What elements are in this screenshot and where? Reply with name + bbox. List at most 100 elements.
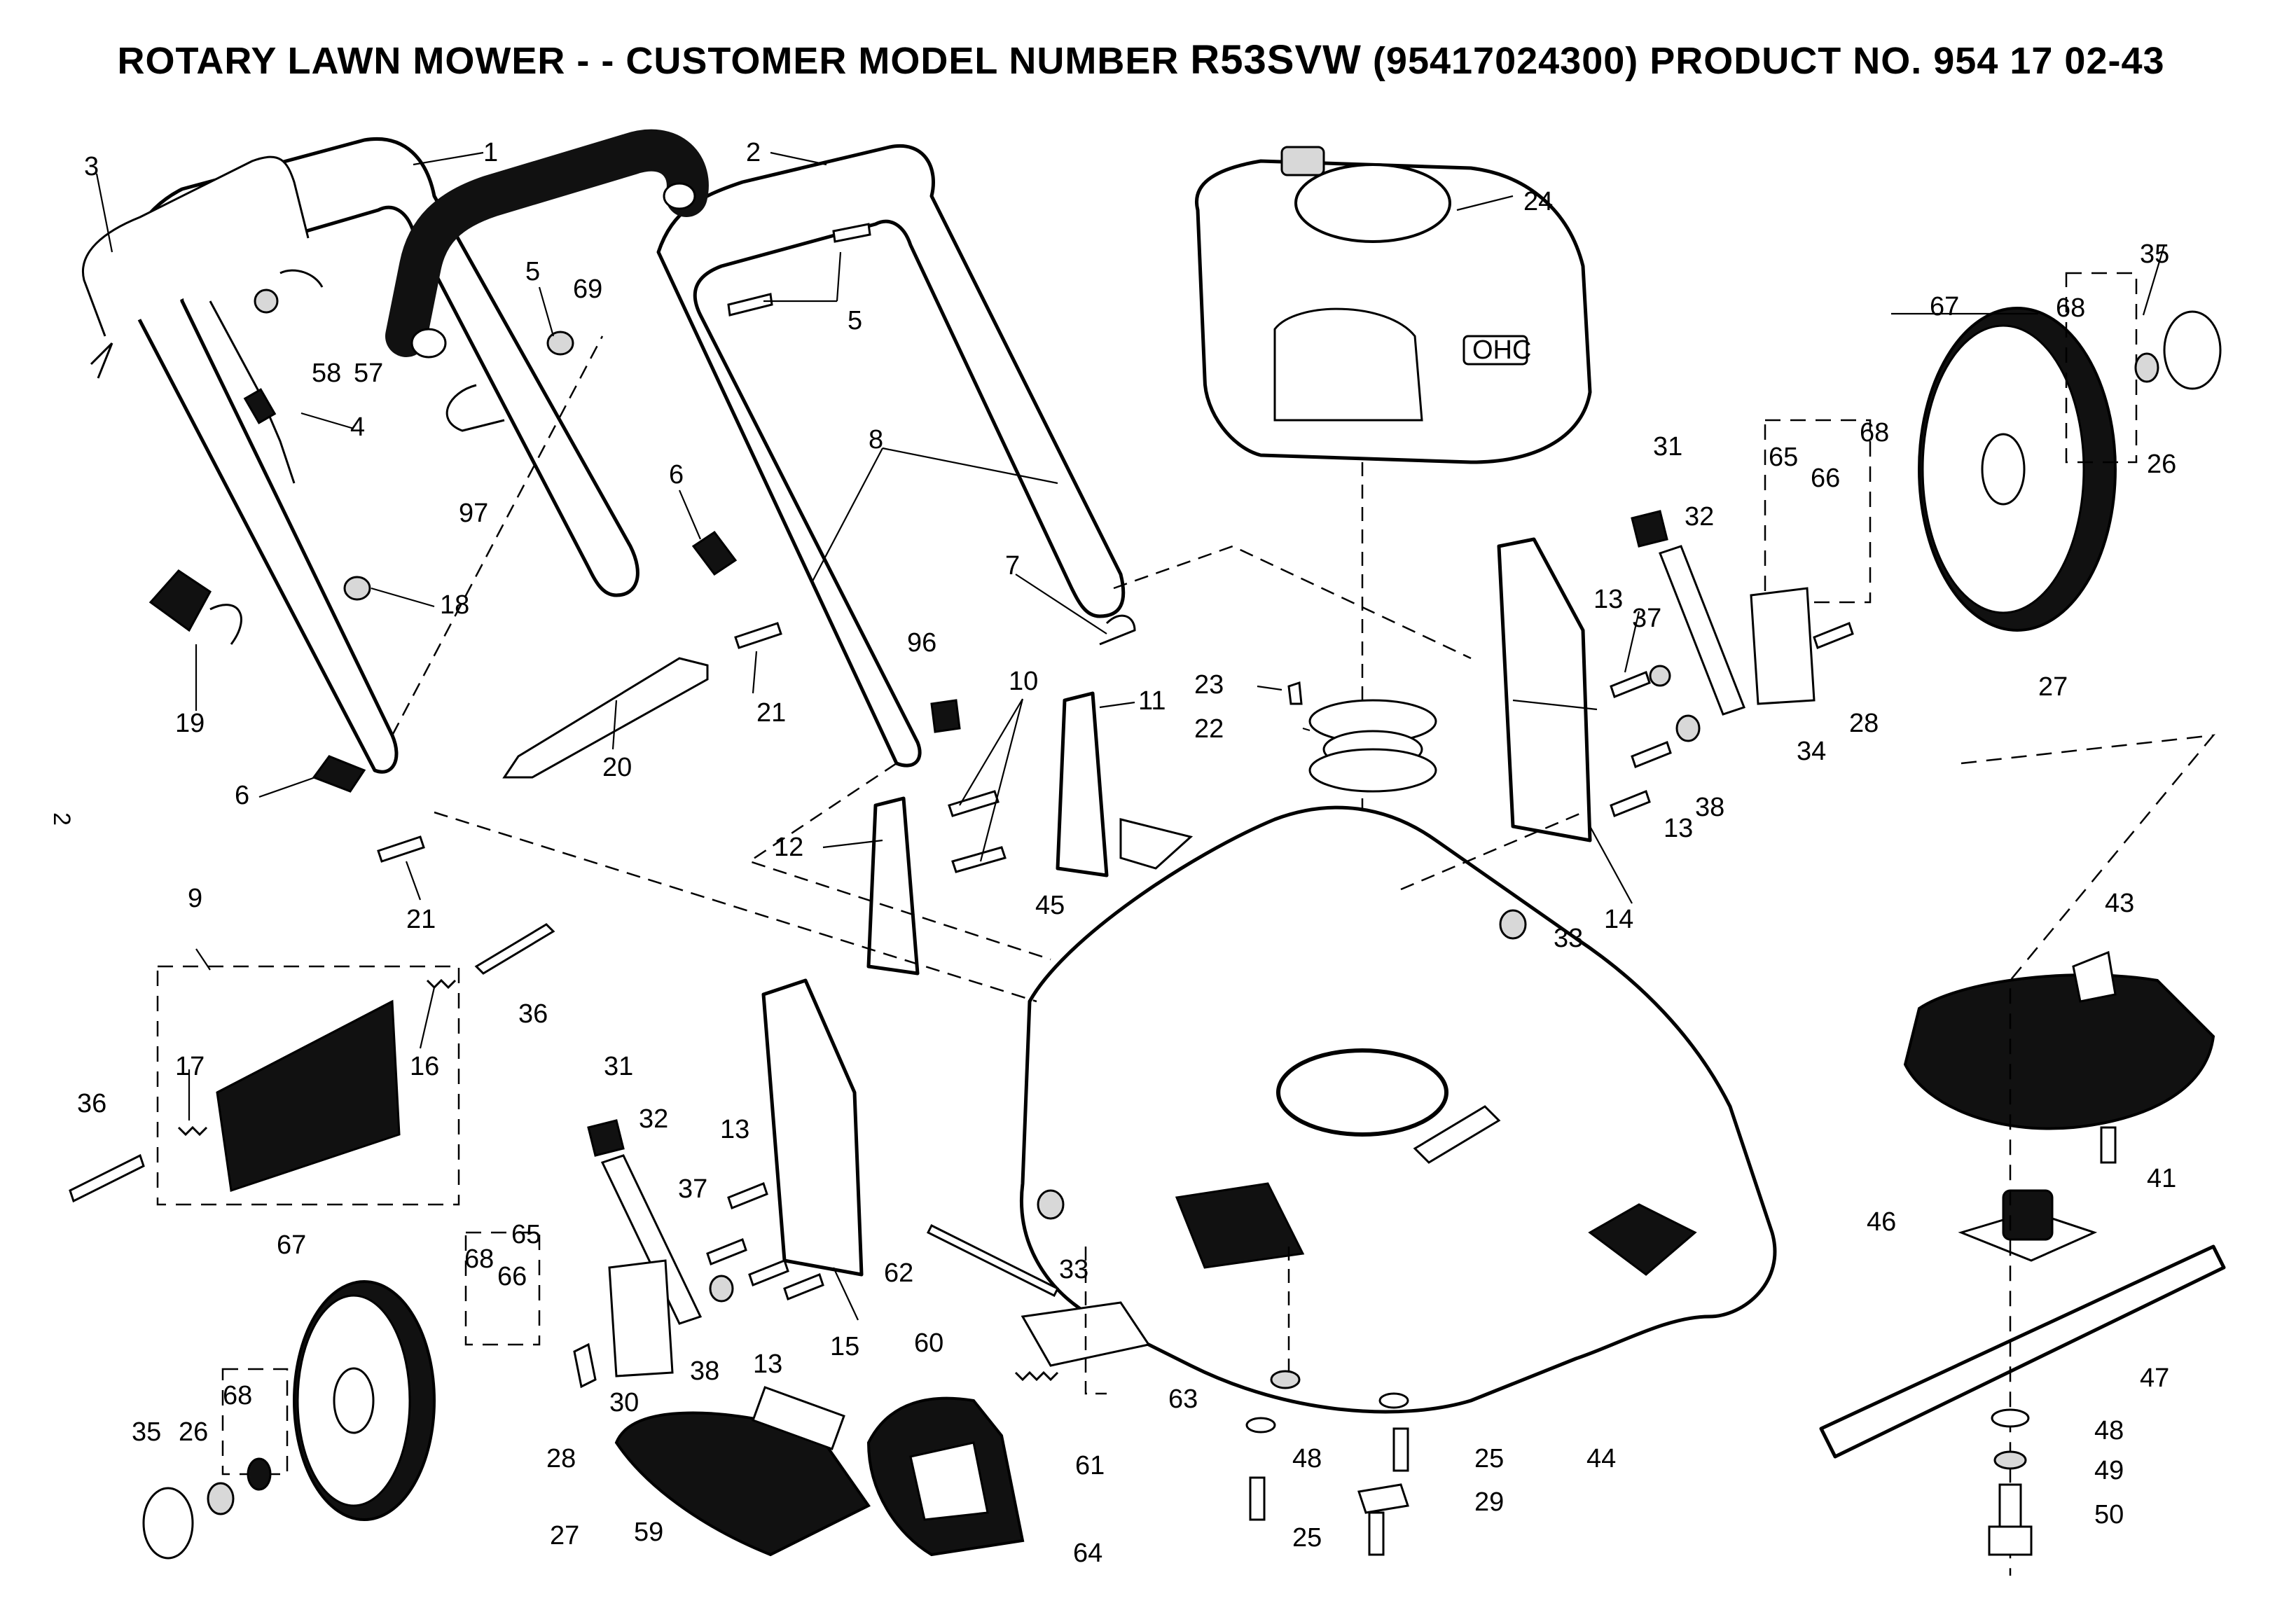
callout-8: 8 [869, 425, 883, 454]
callout-36b: 36 [77, 1089, 106, 1118]
callout-97: 97 [459, 499, 488, 528]
rear-discharge-door [216, 999, 401, 1192]
page-title: ROTARY LAWN MOWER - - CUSTOMER MODEL NUM… [0, 36, 2282, 83]
callout-22: 22 [1194, 714, 1224, 744]
guide-line-7 [1084, 1247, 1107, 1395]
wheel-left [293, 1280, 436, 1521]
adjuster-knob-31-left [587, 1119, 625, 1157]
callout-26a: 26 [2147, 450, 2176, 479]
hinge-rod-36-top [474, 923, 555, 975]
callout-41: 41 [2147, 1164, 2176, 1193]
height-plate-11 [1056, 691, 1109, 877]
control-cable [209, 300, 296, 484]
callout-57: 57 [354, 359, 383, 388]
blade-axis-line [1961, 734, 2215, 1576]
callout-4: 4 [350, 412, 365, 442]
nut-63 [1270, 1370, 1301, 1389]
wheel-right [1918, 307, 2117, 632]
engine: OHC [1195, 146, 1592, 464]
callout-5b: 5 [848, 306, 862, 335]
screw-58 [254, 289, 279, 314]
nut-33-left [1037, 1189, 1065, 1220]
callout-47: 47 [2140, 1363, 2169, 1393]
nut-26-left [207, 1482, 235, 1515]
washer-49 [1993, 1450, 2027, 1470]
guide-line-5 [1400, 811, 1584, 891]
wing-knob-upper [691, 530, 738, 576]
foam-grip [385, 129, 709, 359]
handle-bracket-rod [502, 657, 709, 779]
callout-2: 2 [746, 138, 761, 167]
mower-deck [1020, 805, 1777, 1414]
washer-48 [1991, 1408, 2030, 1428]
adjuster-lever-32-right [1659, 545, 1745, 716]
hinge-rod-36-left [69, 1153, 145, 1203]
title-prefix: ROTARY LAWN MOWER - - CUSTOMER MODEL NUM… [117, 40, 1191, 82]
guide-line-1 [391, 335, 604, 736]
adjuster-knob-31-right [1631, 510, 1668, 548]
callout-25b: 25 [1292, 1523, 1322, 1553]
callout-5a: 5 [525, 257, 540, 286]
callout-32b: 32 [639, 1104, 668, 1134]
callout-30: 30 [609, 1388, 639, 1417]
hubcap-35-right [2163, 310, 2222, 390]
bracket-45 [1119, 818, 1194, 870]
clip-29 [1357, 1483, 1409, 1514]
callout-18: 18 [440, 590, 469, 620]
callout-7: 7 [1005, 551, 1020, 581]
axle-bracket-30 [608, 1259, 674, 1377]
callout-37a: 37 [1632, 604, 1661, 633]
callout-43: 43 [2105, 889, 2134, 918]
callout-15: 15 [830, 1332, 859, 1361]
callout-50: 50 [2094, 1500, 2124, 1529]
callout-11: 11 [1138, 686, 1166, 716]
bolt-21-upper [734, 622, 782, 649]
callout-21b: 21 [406, 905, 436, 934]
hinge-rod-62 [926, 1223, 1060, 1298]
callout-20: 20 [602, 753, 632, 782]
callout-67a: 67 [1930, 292, 1959, 321]
nut-26-right [2134, 352, 2159, 383]
lower-handle [656, 144, 1126, 768]
callout-6b: 6 [235, 781, 249, 810]
guide-line-2 [434, 811, 1037, 1003]
hubcap-35-left [142, 1487, 194, 1560]
spacer-5 [546, 331, 574, 356]
height-bracket-14 [1497, 537, 1592, 842]
height-plate-12 [866, 796, 920, 976]
callout-16: 16 [410, 1052, 439, 1081]
callout-13c: 13 [720, 1115, 749, 1144]
callout-1: 1 [483, 138, 498, 167]
bolts-10 [948, 790, 1007, 873]
callout-12: 12 [774, 833, 803, 862]
callout-68d: 68 [223, 1381, 252, 1410]
callout-58: 58 [312, 359, 341, 388]
callout-59: 59 [634, 1518, 663, 1547]
washer-48-deck [1245, 1392, 1409, 1434]
mower-blade [1819, 1244, 2226, 1459]
engine-badge: OHC [1472, 335, 1531, 365]
bearing-68-left [247, 1457, 272, 1491]
key-23 [1287, 681, 1303, 705]
callout-13d: 13 [753, 1349, 782, 1379]
bolts-25 [1249, 1427, 1409, 1556]
leader-lines [95, 151, 2166, 1321]
right-bracket-hardware [1610, 622, 1854, 817]
callout-64: 64 [1073, 1539, 1102, 1568]
rear-door-group-box [156, 965, 460, 1206]
callout-9: 9 [188, 884, 202, 913]
callout-28b: 28 [546, 1444, 576, 1473]
spring-16 [426, 978, 457, 990]
callout-13a: 13 [1593, 585, 1623, 614]
callout-60: 60 [914, 1328, 943, 1358]
wing-knob-lower [312, 755, 366, 793]
handle-knob-19 [148, 569, 242, 645]
j-bolt-97 [445, 384, 505, 432]
spring-17 [177, 1125, 208, 1137]
hairpin-7 [1099, 614, 1136, 646]
callout-69: 69 [573, 275, 602, 304]
nut-33-right [1499, 909, 1527, 940]
callout-25a: 25 [1474, 1444, 1504, 1473]
callout-10: 10 [1009, 667, 1038, 696]
